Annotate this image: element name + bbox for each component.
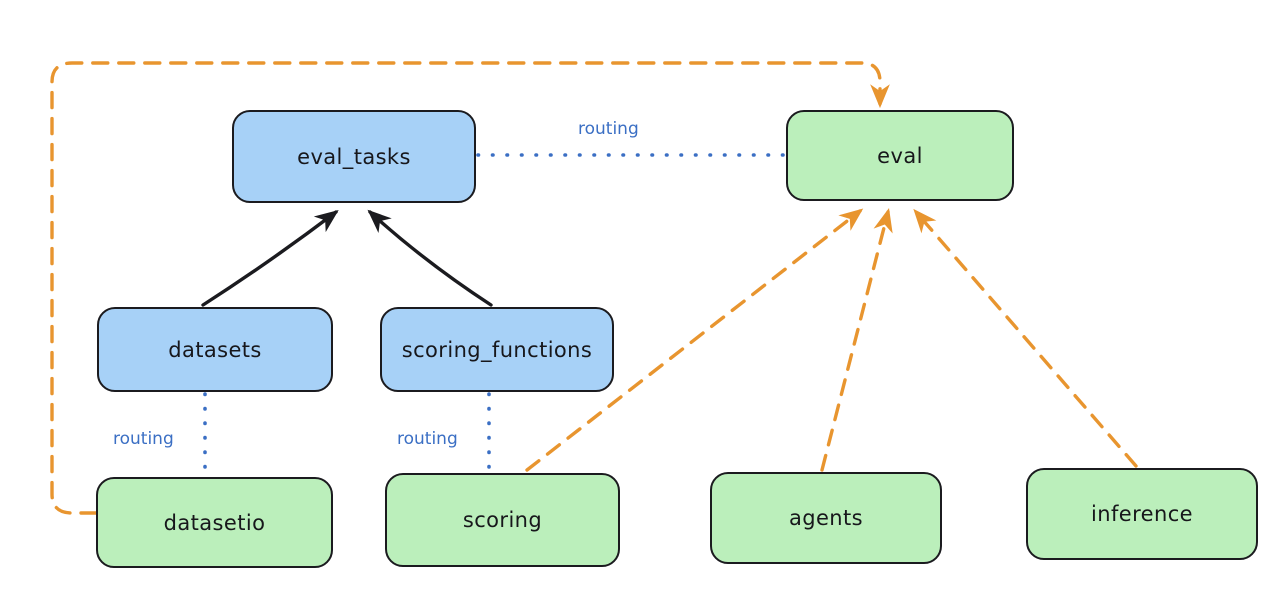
edge-agents-to-eval [820, 208, 893, 472]
node-scoring_functions[interactable]: scoring_functions [380, 307, 614, 392]
node-inference[interactable]: inference [1026, 468, 1258, 560]
node-scoring[interactable]: scoring [385, 473, 620, 567]
node-label: scoring [462, 508, 543, 532]
node-label: eval_tasks [297, 144, 411, 169]
edge-scoring_functions-to-eval_tasks [367, 209, 493, 307]
node-label: eval [877, 143, 923, 168]
node-eval[interactable]: eval [786, 110, 1014, 201]
node-datasetio[interactable]: datasetio [96, 477, 333, 568]
edge-label-routing-eval_tasks-eval: routing [578, 119, 639, 139]
edge-label-routing-scoring_functions-scoring: routing [397, 429, 458, 449]
node-eval_tasks[interactable]: eval_tasks [232, 110, 476, 203]
edge-label-routing-datasets-datasetio: routing [113, 429, 174, 449]
edge-inference-to-eval [913, 208, 1138, 468]
node-label: datasets [168, 337, 262, 362]
node-label: scoring_functions [401, 337, 593, 362]
edge-scoring-to-eval [525, 208, 864, 472]
node-agents[interactable]: agents [710, 472, 942, 564]
node-datasets[interactable]: datasets [97, 307, 333, 392]
edge-datasetio-to-eval [50, 61, 890, 515]
node-label: datasetio [163, 510, 266, 535]
node-label: inference [1091, 502, 1193, 526]
edge-datasets-to-eval_tasks [201, 209, 339, 307]
node-label: agents [788, 506, 863, 530]
